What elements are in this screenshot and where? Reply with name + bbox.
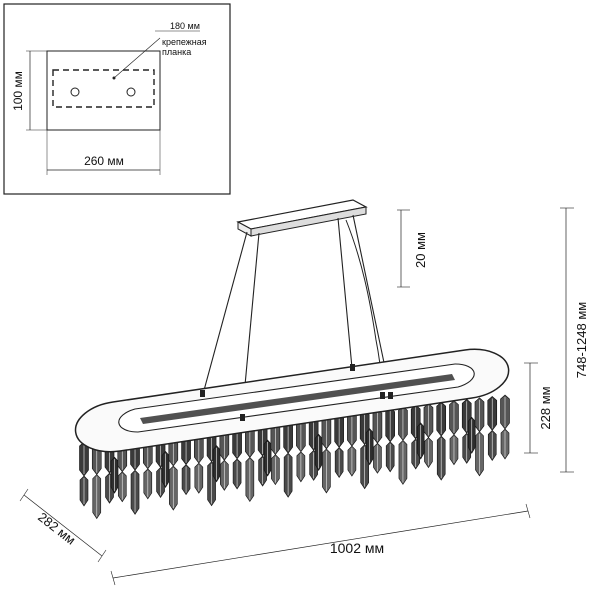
canopy-gap-label: 20 мм — [413, 232, 428, 268]
plate-width-label: 260 мм — [84, 154, 124, 168]
mount-point-2 — [240, 414, 245, 421]
inner-crystal-row — [140, 374, 455, 424]
length-label: 1002 мм — [330, 540, 384, 556]
length-tick-start — [110, 570, 116, 586]
screw-hole-left — [70, 87, 80, 97]
crystal-pendants — [79, 394, 510, 520]
body-height-label: 228 мм — [538, 386, 553, 429]
total-height-label: 748-1248 мм — [574, 302, 589, 378]
mount-point-4 — [380, 392, 385, 399]
chandelier — [74, 199, 510, 520]
mount-point-3 — [350, 364, 355, 371]
plate-label-line2: планка — [162, 47, 191, 57]
plate-height-label: 100 мм — [11, 71, 25, 111]
length-tick-end — [525, 503, 531, 519]
cable-front-left — [202, 231, 248, 395]
length-dim-line — [112, 510, 529, 579]
plate-leader-line — [113, 37, 161, 79]
oval-frame — [74, 348, 510, 453]
inset-mounting-plate: 180 мм крепежная планка 100 мм 260 мм — [3, 3, 231, 195]
plate-outline — [46, 50, 161, 131]
canopy-side — [250, 206, 367, 237]
mounting-bar-dashed — [52, 69, 155, 108]
mount-point-1 — [200, 390, 205, 397]
depth-label: 282 мм — [35, 509, 78, 547]
cable-front-right — [337, 217, 353, 369]
slot-width-label: 180 мм — [170, 21, 200, 31]
mount-point-5 — [388, 392, 393, 399]
screw-hole-right — [126, 87, 136, 97]
inset-frame — [3, 3, 231, 195]
depth-dim-line — [23, 494, 103, 557]
plate-label-line1: крепежная — [162, 37, 207, 47]
depth-tick-end — [97, 549, 107, 563]
depth-tick-start — [19, 488, 29, 502]
